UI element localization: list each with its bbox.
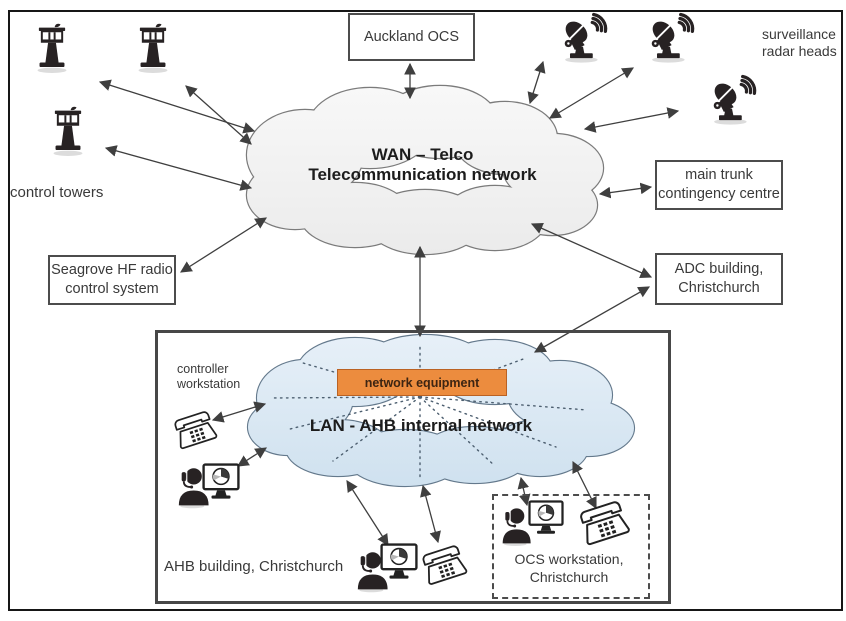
arrow-tower3-wan [104,145,253,191]
diagram-arrows [98,60,680,546]
node-label: Auckland OCS [363,28,460,45]
diagram-outer-border [8,10,843,611]
arrow-wan-adc [530,222,653,279]
node-main-trunk: main trunk contingency centre [655,160,783,210]
arrow-adc-lan [533,286,651,353]
ocs-workstation-label-line2: Christchurch [529,569,609,585]
wan-title-line1: WAN – Telco [371,145,474,164]
lan-dotted-links [271,344,588,481]
control-tower-icon [53,106,83,156]
network-equipment-box: network equipment [337,369,507,396]
arrow-wan-seagrove [180,217,267,273]
arrow-radar3-wan [583,107,680,133]
node-label: ADC building, [674,261,764,277]
radar-head-icon [559,12,608,65]
arrow-radar2-wan [548,67,635,119]
ocs-workstation-label: OCS workstation, Christchurch [492,550,646,586]
node-label: contingency centre [658,186,780,202]
node-label: Christchurch [678,280,760,296]
arrow-lan-phone2 [420,484,441,544]
arrow-lan-ocs-phone [572,460,597,510]
radar-head-icon [708,74,757,127]
controller-workstation-label: controller workstation [177,362,240,392]
arrow-tower2-wan [185,85,252,145]
surveillance-radar-label-line1: surveillance [762,26,836,42]
arrow-tower1-wan [98,79,256,134]
radar-head-icon [646,12,695,65]
arrow-wan-maintrunk [598,182,653,199]
ocs-workstation-group [492,494,650,599]
node-adc-building: ADC building, Christchurch [655,253,783,305]
arrow-lan-phone1 [211,401,267,423]
node-label: control system [65,281,159,297]
control-towers-label: control towers [10,184,104,201]
arrow-lan-workstation1 [237,447,267,467]
node-label: main trunk [685,167,753,183]
lan-title: LAN - AHB internal network [309,416,533,435]
arrow-lan-ocs-workstation [517,476,531,507]
surveillance-radar-label: surveillance radar heads [762,26,837,60]
surveillance-radar-label-line2: radar heads [762,43,837,59]
wan-title-line2: Telecommunication network [308,165,537,184]
network-equipment-label: network equipment [364,375,480,390]
wan-title: WAN – Telco Telecommunication network [270,145,575,185]
node-seagrove: Seagrove HF radio control system [48,255,176,305]
controller-workstation-label-line2: workstation [177,377,241,391]
node-label: Seagrove HF radio [51,262,173,278]
ocs-workstation-label-line1: OCS workstation, [514,551,624,567]
control-tower-icon [37,23,67,73]
arrow-radar1-wan [527,60,546,105]
lan-building-frame [155,330,671,604]
node-auckland-ocs: Auckland OCS [348,13,475,61]
control-tower-icon [138,23,168,73]
arrow-lan-workstation2 [346,480,389,546]
ahb-building-label: AHB building, Christchurch [164,558,344,575]
controller-workstation-label-line1: controller [177,362,229,376]
